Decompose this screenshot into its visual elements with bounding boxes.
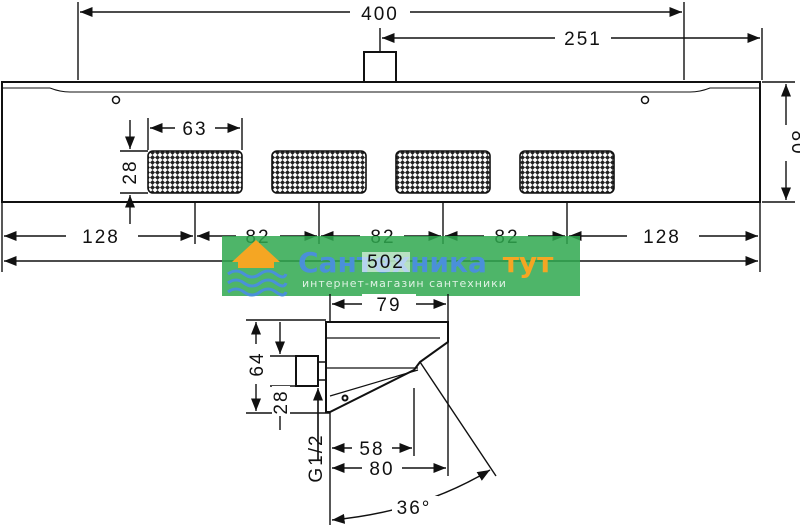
spray-plate-2: [271, 150, 367, 194]
spray-plates: [147, 150, 615, 194]
dim-label-400: 400: [361, 4, 399, 25]
svg-text:Сантехника тут: Сантехника тут: [298, 246, 554, 279]
dim-label-80-side: 80: [369, 459, 394, 480]
dim-label-63: 63: [182, 119, 207, 140]
dim-label-g12: G1/2: [306, 433, 327, 482]
dim-label-502: 502: [367, 252, 405, 273]
side-connector: [295, 355, 319, 387]
dim-label-128-right: 128: [643, 227, 681, 248]
watermark-tagline: интернет-магазин сантехники: [302, 277, 507, 290]
dim-label-128-left: 128: [82, 227, 120, 248]
dim-jet-height-28: [120, 120, 148, 224]
dim-label-28-front: 28: [120, 159, 141, 184]
dim-label-64: 64: [247, 351, 268, 376]
dim-label-36: 36°: [397, 498, 432, 519]
dim-label-80: 80: [787, 130, 800, 155]
spray-plate-3: [395, 150, 491, 194]
spray-plate-1: [147, 150, 243, 194]
dim-label-28-side: 28: [271, 389, 292, 414]
shower-head-body: [1, 51, 761, 203]
mount-hole-right: [640, 95, 650, 105]
mount-hole-left: [111, 95, 121, 105]
dim-label-79: 79: [376, 295, 401, 316]
spray-plate-4: [519, 150, 615, 194]
house-logo-icon: [227, 240, 288, 297]
dim-label-251: 251: [564, 29, 602, 50]
dim-label-58: 58: [359, 439, 384, 460]
watermark-brand-part2: тут: [503, 246, 554, 279]
side-view-body: [295, 321, 449, 413]
